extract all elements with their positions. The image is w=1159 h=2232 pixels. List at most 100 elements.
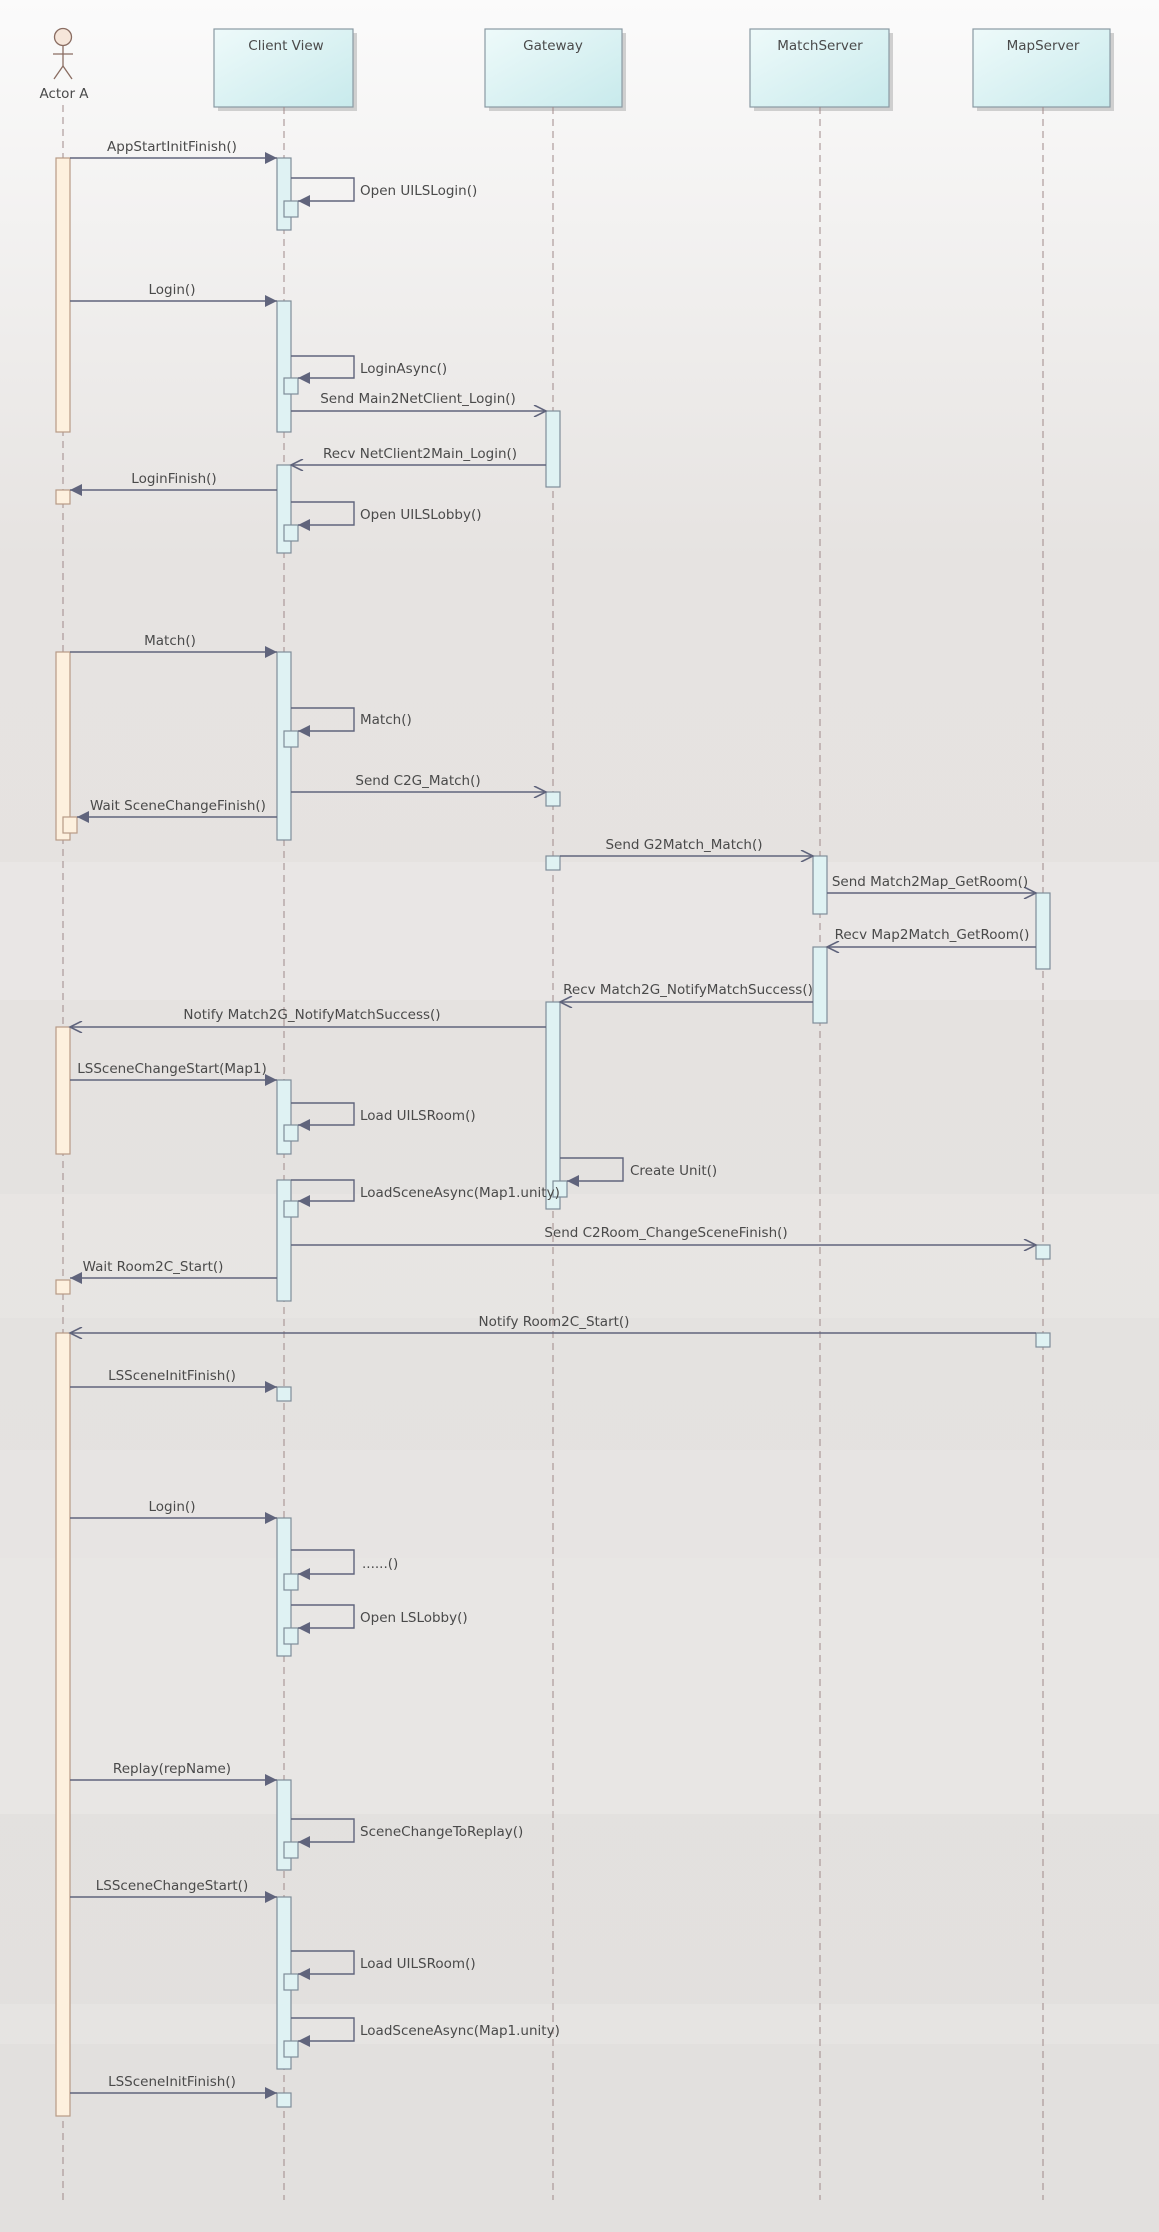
message-recv-match2g-notify-match-success: Recv Match2G_NotifyMatchSuccess() — [560, 982, 813, 1002]
message-label: Send G2Match_Match() — [605, 837, 762, 853]
message-login-2: Login() — [70, 1499, 277, 1524]
message-label: Send C2Room_ChangeSceneFinish() — [544, 1225, 787, 1241]
message-label: LoadSceneAsync(Map1.unity) — [360, 1185, 560, 1201]
activation-bar — [283, 1627, 299, 1645]
activation-bar — [545, 1001, 561, 1210]
activation-bar — [283, 730, 299, 748]
message-label: Replay(repName) — [113, 1761, 231, 1777]
message-label: Notify Room2C_Start() — [479, 1314, 630, 1330]
message-load-uilsroom-2: Load UILSRoom() — [291, 1950, 476, 1980]
message-recv-map2match-getroom: Recv Map2Match_GetRoom() — [827, 927, 1036, 947]
message-label: SceneChangeToReplay() — [360, 1824, 523, 1840]
activation-bar — [276, 300, 292, 433]
activation-bar — [1035, 1244, 1051, 1260]
activation-bar — [55, 1332, 71, 2117]
message-open-uilslogin: Open UILSLogin() — [291, 177, 477, 207]
activation-bar — [1035, 892, 1051, 970]
message-open-uilslobby: Open UILSLobby() — [291, 501, 482, 531]
message-label: Load UILSRoom() — [360, 1108, 476, 1124]
message-wait-scene-change-finish: Wait SceneChangeFinish() — [77, 798, 277, 823]
message-send-match2map-getroom: Send Match2Map_GetRoom() — [827, 874, 1036, 893]
message-label: Recv NetClient2Main_Login() — [323, 446, 517, 462]
message-label: ......() — [362, 1556, 398, 1572]
activation-bar — [55, 157, 71, 433]
message-wait-room2c-start: Wait Room2C_Start() — [70, 1259, 277, 1284]
activation-bar — [552, 1180, 568, 1198]
message-replay: Replay(repName) — [70, 1761, 277, 1786]
activation-bar — [283, 1124, 299, 1142]
message-label: Send C2G_Match() — [355, 773, 480, 789]
message-label: Wait Room2C_Start() — [83, 1259, 224, 1275]
message-scene-change-to-replay: SceneChangeToReplay() — [291, 1818, 523, 1848]
activation-bar — [276, 1179, 292, 1302]
message-login-async: LoginAsync() — [291, 355, 447, 384]
message-label: LSSceneInitFinish() — [108, 1368, 236, 1384]
message-label: Match() — [360, 712, 412, 728]
message-match-self: Match() — [291, 707, 412, 737]
activation-bar — [545, 855, 561, 871]
activation-bar — [276, 2092, 292, 2108]
message-send-main2netclient-login: Send Main2NetClient_Login() — [291, 391, 546, 411]
message-label: Open LSLobby() — [360, 1610, 468, 1626]
message-label: Open UILSLobby() — [360, 507, 482, 523]
message-send-c2room-change-scene-finish: Send C2Room_ChangeSceneFinish() — [291, 1225, 1036, 1245]
message-ls-scene-change-start-map1: LSSceneChangeStart(Map1) — [70, 1061, 277, 1086]
message-create-unit: Create Unit() — [560, 1157, 717, 1187]
activation-bar — [55, 489, 71, 505]
message-load-scene-async-map1: LoadSceneAsync(Map1.unity) — [291, 1179, 560, 1207]
message-label: Load UILSRoom() — [360, 1956, 476, 1972]
message-label: Wait SceneChangeFinish() — [90, 798, 266, 814]
message-label: LSSceneChangeStart() — [96, 1878, 248, 1894]
message-load-uilsroom: Load UILSRoom() — [291, 1102, 476, 1131]
message-label: Recv Map2Match_GetRoom() — [835, 927, 1030, 943]
message-send-g2match-match: Send G2Match_Match() — [560, 837, 813, 856]
activation-bar — [283, 377, 299, 395]
participant-gateway: Gateway — [484, 28, 626, 111]
activation-bar — [545, 410, 561, 488]
message-label: Send Main2NetClient_Login() — [320, 391, 516, 407]
activation-bar — [276, 157, 292, 231]
message-label: LoginFinish() — [131, 471, 216, 487]
message-label: Login() — [149, 282, 196, 298]
message-login: Login() — [70, 282, 277, 307]
activation-bar — [283, 2040, 299, 2058]
actor-label: Actor A — [39, 86, 89, 102]
activation-bar — [55, 651, 71, 841]
message-app-start-init-finish: AppStartInitFinish() — [70, 139, 277, 164]
actor-a: Actor A — [39, 27, 89, 102]
activation-bar — [545, 791, 561, 807]
participant-label: MatchServer — [777, 38, 863, 54]
message-load-scene-async-map1-2: LoadSceneAsync(Map1.unity) — [291, 2017, 560, 2047]
message-ls-scene-init-finish-2: LSSceneInitFinish() — [70, 2074, 277, 2099]
activation-bar — [283, 200, 299, 218]
activation-bar — [812, 946, 828, 1024]
message-label: Recv Match2G_NotifyMatchSuccess() — [563, 982, 813, 998]
activation-bar — [283, 1200, 299, 1218]
message-label: Notify Match2G_NotifyMatchSuccess() — [183, 1007, 440, 1023]
message-label: LSSceneChangeStart(Map1) — [77, 1061, 267, 1077]
message-recv-netclient2main-login: Recv NetClient2Main_Login() — [291, 446, 546, 465]
participant-label: Client View — [248, 38, 323, 54]
participant-mapserver: MapServer — [972, 28, 1114, 111]
activation-bar — [276, 1386, 292, 1402]
message-label: AppStartInitFinish() — [107, 139, 237, 155]
activation-bar — [62, 816, 78, 834]
message-notify-room2c-start: Notify Room2C_Start() — [70, 1314, 1036, 1333]
message-ls-scene-change-start: LSSceneChangeStart() — [70, 1878, 277, 1903]
actor-stick-figure-icon — [53, 27, 73, 80]
message-label: LoadSceneAsync(Map1.unity) — [360, 2023, 560, 2039]
message-label: LSSceneInitFinish() — [108, 2074, 236, 2090]
participant-label: MapServer — [1007, 38, 1080, 54]
activation-bar — [276, 1079, 292, 1155]
message-login-finish: LoginFinish() — [70, 471, 277, 496]
message-label: LoginAsync() — [360, 361, 447, 377]
message-ellipsis-call: ......() — [291, 1549, 398, 1580]
participant-matchserver: MatchServer — [749, 28, 893, 111]
message-label: Send Match2Map_GetRoom() — [832, 874, 1028, 890]
activation-bar — [283, 1573, 299, 1591]
message-open-lslobby: Open LSLobby() — [291, 1604, 468, 1634]
message-match: Match() — [70, 633, 277, 658]
activation-bar — [55, 1279, 71, 1295]
message-label: Open UILSLogin() — [360, 183, 477, 199]
